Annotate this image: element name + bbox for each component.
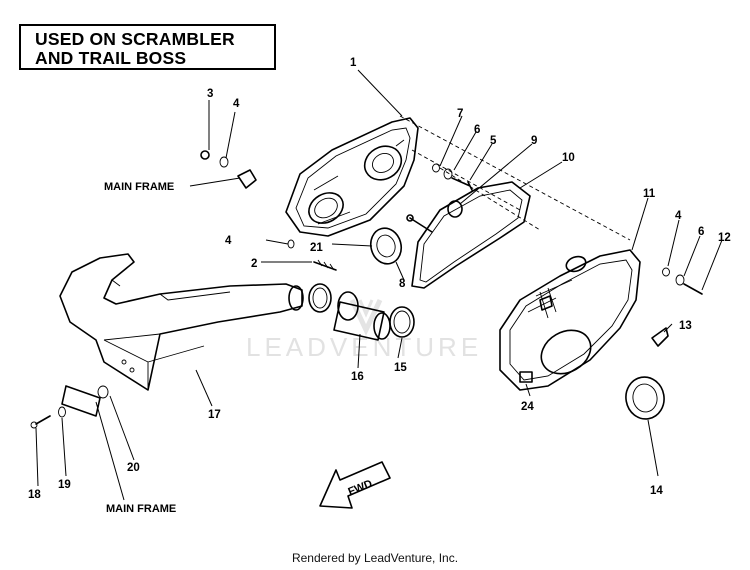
alignment-line-low — [439, 167, 541, 231]
seal-part-21 — [369, 227, 403, 265]
callout-6-right: 6 — [698, 226, 704, 238]
strip-part-13 — [651, 327, 669, 347]
watermark-logo: LEADVENTURE — [246, 298, 478, 362]
washer-part-9 — [447, 200, 463, 218]
callout-12: 12 — [718, 232, 731, 244]
callout-1: 1 — [350, 57, 357, 69]
callout-8: 8 — [399, 278, 406, 290]
title-line-2: AND TRAIL BOSS — [35, 48, 187, 68]
callout-21: 21 — [310, 242, 323, 254]
callout-4-right: 4 — [675, 210, 682, 222]
callout-10: 10 — [562, 152, 575, 164]
callout-20: 20 — [127, 462, 140, 474]
clamp-part-15 — [308, 283, 415, 338]
footer-credit: Rendered by LeadVenture, Inc. — [291, 551, 459, 565]
callout-4-mid: 4 — [225, 235, 232, 247]
alignment-line-top — [399, 115, 631, 241]
fwd-label: FWD — [346, 478, 374, 499]
callout-6-left: 6 — [474, 124, 480, 136]
drive-belt-part-10 — [411, 181, 531, 289]
callout-18: 18 — [28, 489, 41, 501]
title-line-1: USED ON SCRAMBLER — [35, 29, 235, 49]
exhaust-duct-part-17 — [59, 253, 304, 391]
inner-cover-part-1 — [285, 117, 419, 237]
hardware-fasteners — [30, 150, 703, 429]
callout-9: 9 — [531, 135, 537, 147]
alignment-line-mid — [411, 149, 521, 211]
callout-7: 7 — [457, 108, 463, 120]
callout-14: 14 — [650, 485, 663, 497]
main-frame-label-bottom: MAIN FRAME — [106, 503, 176, 515]
boot-part-16 — [333, 291, 391, 341]
diagram-title-box: USED ON SCRAMBLER AND TRAIL BOSS — [19, 24, 276, 70]
callout-17: 17 — [208, 409, 221, 421]
callout-2: 2 — [251, 258, 257, 270]
outer-cover-part-11 — [499, 249, 641, 391]
callout-5: 5 — [490, 135, 497, 147]
callout-24: 24 — [521, 401, 534, 413]
callout-3: 3 — [207, 88, 213, 100]
callout-13: 13 — [679, 320, 692, 332]
gasket-part-14 — [625, 376, 665, 420]
leader-lines — [35, 69, 723, 501]
callout-11: 11 — [643, 188, 656, 200]
main-frame-label-top: MAIN FRAME — [104, 181, 174, 193]
callout-15: 15 — [394, 362, 407, 374]
forward-arrow: FWD — [319, 461, 391, 509]
callout-4-top-left: 4 — [233, 98, 240, 110]
callout-19: 19 — [58, 479, 71, 491]
callout-16: 16 — [351, 371, 364, 383]
